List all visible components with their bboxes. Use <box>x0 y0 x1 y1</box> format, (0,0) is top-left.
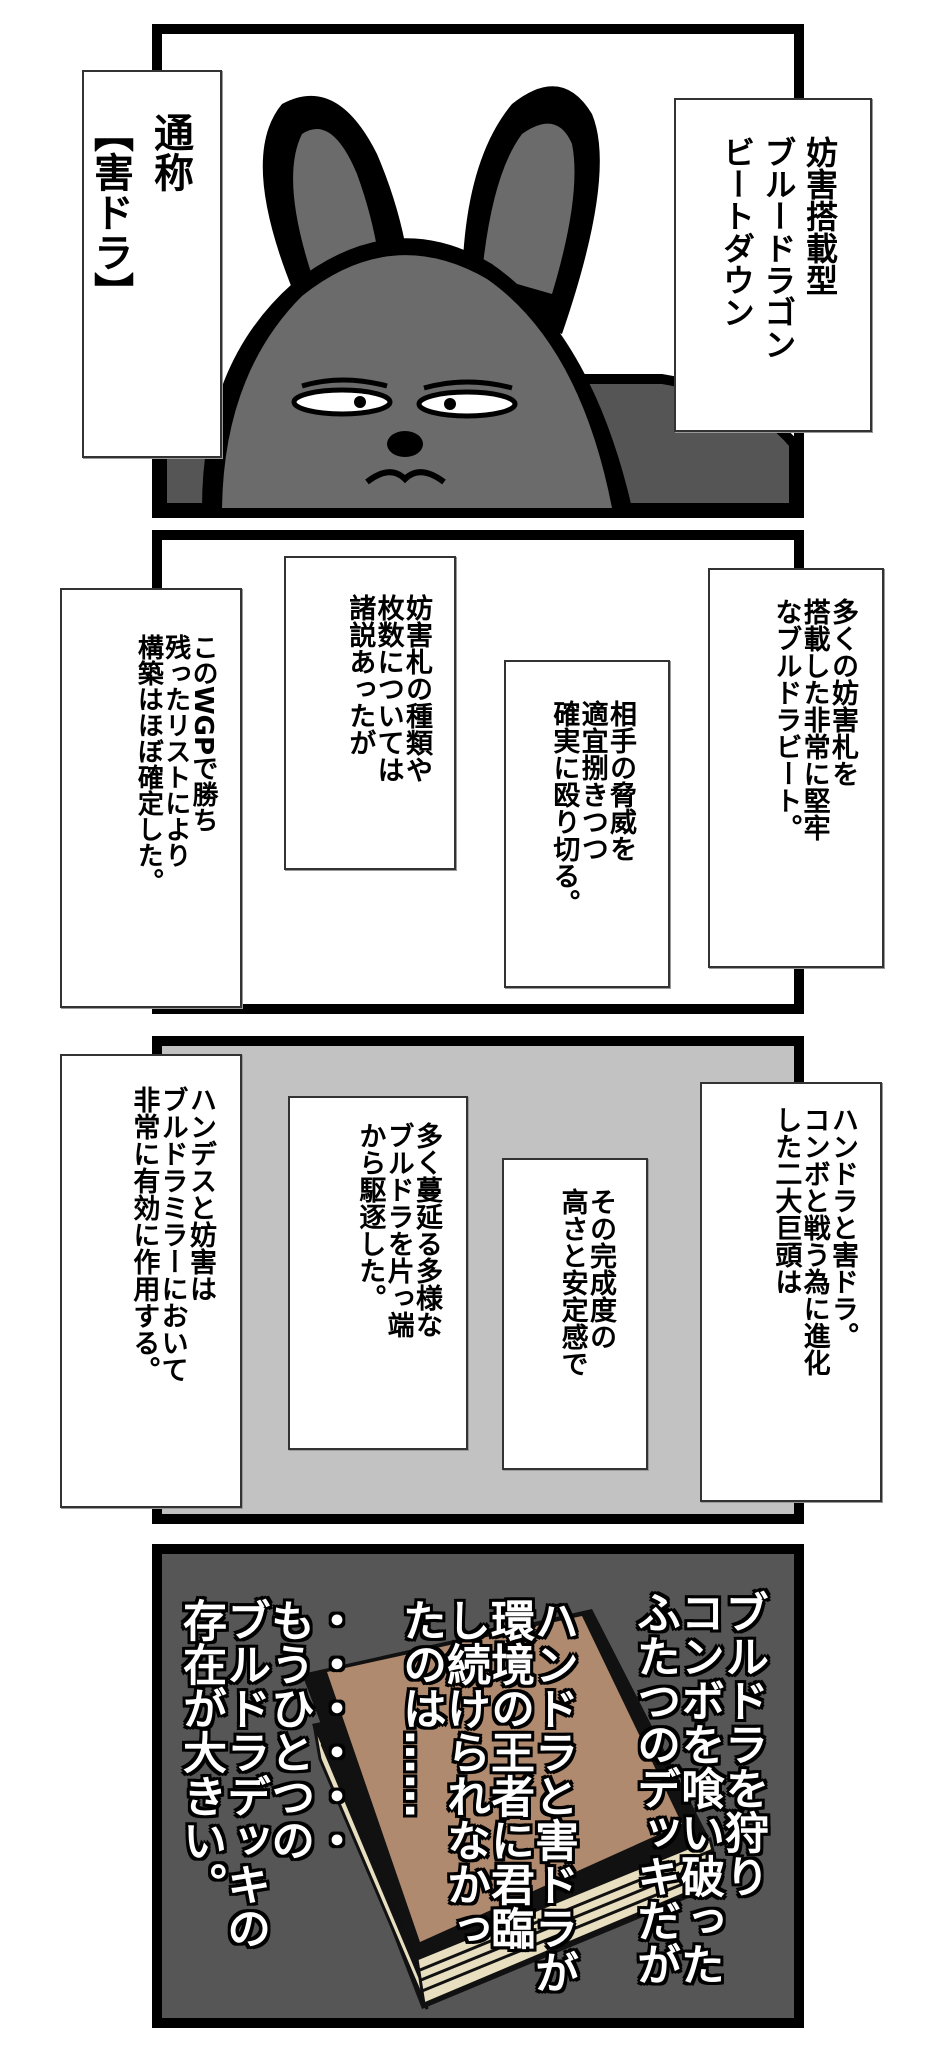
card-deck-illustration <box>302 1609 722 2010</box>
panel-2-caption-mid-left-text: 妨害札の種類や 枚数については 諸説あったが <box>344 594 432 783</box>
panel-3-caption-mid-left-text: 多く蔓延る多様な ブルドラを片っ端 から駆逐した。 <box>354 1122 442 1338</box>
panel-3-caption-left: ハンデスと妨害は ブルドラミラーにおいて 非常に有効に作用する。 <box>60 1054 242 1508</box>
panel-1-right-caption: 妨害搭載型 ブルードラゴン ビートダウン <box>674 98 872 432</box>
panel-2-caption-left: このWGPで勝ち 残ったリストにより 構築はほぼ確定した。 <box>60 588 242 1008</box>
panel-1-left-caption-text: 通称 【害ドラ】 <box>87 112 193 312</box>
panel-2-caption-center-text: 相手の脅威を 適宜捌きつつ 確実に殴り切る。 <box>548 700 636 916</box>
panel-3-caption-mid-left: 多く蔓延る多様な ブルドラを片っ端 から駆逐した。 <box>288 1096 468 1450</box>
panel-2-caption-left-text: このWGPで勝ち 残ったリストにより 構築はほぼ確定した。 <box>133 634 218 894</box>
panel-3-caption-left-text: ハンデスと妨害は ブルドラミラーにおいて 非常に有効に作用する。 <box>128 1086 216 1383</box>
panel-4-narration-col1: ブルドラを狩り コンボを喰い破った ふたつのデッキだが <box>629 1590 768 1986</box>
panel-4 <box>152 1544 804 2028</box>
panel-3-caption-right: ハンドラと害ドラ。 コンボと戦う為に進化 した二大巨頭は <box>700 1082 882 1502</box>
panel-3-caption-center-text: その完成度の 高さと安定感で <box>556 1188 616 1377</box>
panel-2-caption-right-text: 多くの妨害札を 搭載した非常に堅牢 なブルドラビート。 <box>770 598 858 841</box>
panel-2-caption-center: 相手の脅威を 適宜捌きつつ 確実に殴り切る。 <box>504 660 670 988</box>
panel-4-narration-col3: ・・・・・・ もうひとつの ブルドラデッキの 存在が大きい。 <box>175 1598 358 1950</box>
panel-2-caption-mid-left: 妨害札の種類や 枚数については 諸説あったが <box>284 556 456 870</box>
panel-3-caption-center: その完成度の 高さと安定感で <box>502 1158 648 1470</box>
panel-3-caption-right-text: ハンドラと害ドラ。 コンボと戦う為に進化 した二大巨頭は <box>770 1106 858 1376</box>
rabbit-character-illustration <box>162 86 794 508</box>
panel-1-left-caption: 通称 【害ドラ】 <box>82 70 222 458</box>
panel-1-right-caption-text: 妨害搭載型 ブルードラゴン ビートダウン <box>717 136 839 360</box>
panel-4-narration-col2: ハンドラと害ドラが 環境の王者に君臨 し続けられなかっ たのは…… <box>395 1598 578 1994</box>
panel-2 <box>152 530 804 1014</box>
panel-2-caption-right: 多くの妨害札を 搭載した非常に堅牢 なブルドラビート。 <box>708 568 884 968</box>
